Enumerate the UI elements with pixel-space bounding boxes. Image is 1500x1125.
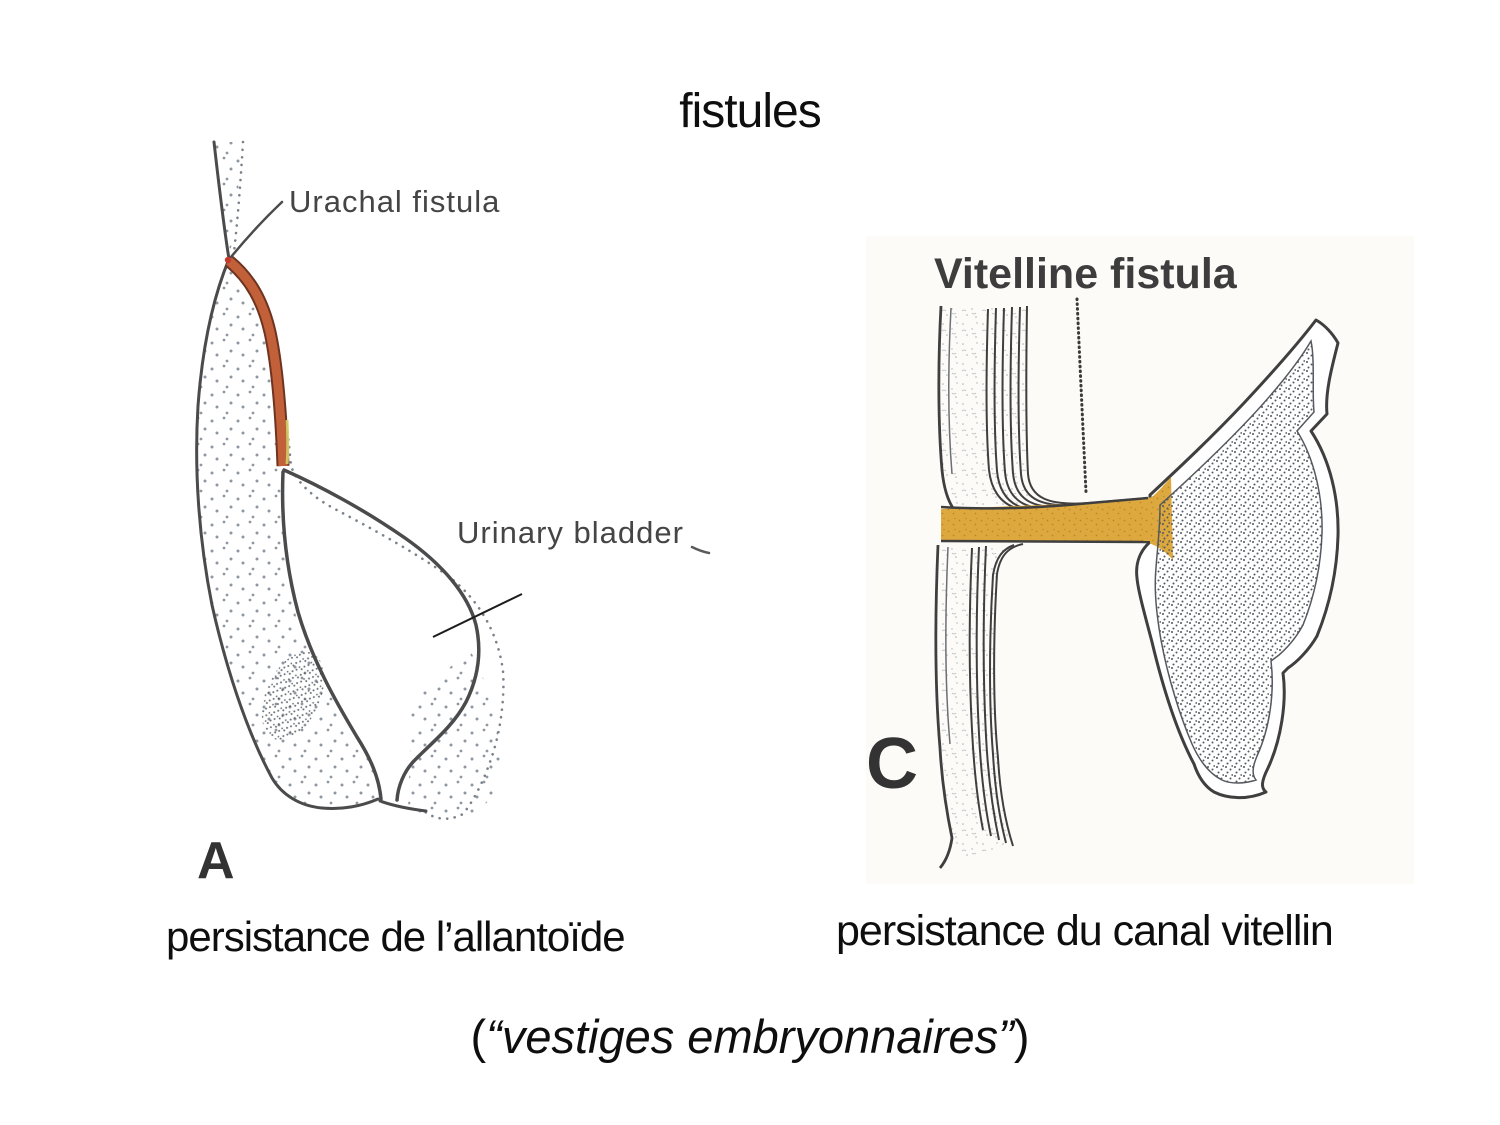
bladder-outline-left — [280, 470, 383, 801]
figure-a-body-wall — [196, 142, 382, 809]
figure-c-upper-membrane-lines — [985, 305, 1149, 510]
vitelline-fistula-channel-speckle — [941, 477, 1173, 560]
footnote-italic-text: “vestiges embryonnaires” — [486, 1010, 1014, 1063]
caption-allantois: persistance de l’allantoïde — [166, 913, 626, 960]
bladder-label-dash — [690, 545, 711, 555]
urachal-label-leader-line — [229, 200, 284, 259]
figure-a-dotted-outline — [232, 140, 505, 820]
bladder-outline-right — [282, 468, 481, 802]
figure-a-outlet-line — [378, 799, 428, 813]
intestine-lumen-stipple — [1154, 338, 1323, 784]
figure-a-dense-spot — [261, 651, 325, 741]
figure-c-upper-wall-left-line — [937, 305, 958, 513]
urachal-neck-dot — [224, 256, 232, 264]
figure-c-lower-wall-left-line2 — [945, 546, 951, 745]
vitelline-channel-top-wall — [940, 496, 1149, 510]
caption-vitelline-duct: persistance du canal vitellin — [836, 907, 1334, 955]
urachal-fistula-channel — [226, 257, 288, 467]
figure-a-stipple-wedge — [408, 650, 500, 819]
slide-title: fistules — [679, 85, 821, 138]
footnote-close-paren: ) — [1013, 1010, 1030, 1063]
figure-c-lower-wall-left-line — [934, 544, 954, 869]
vitelline-label-leader-line — [1075, 297, 1088, 494]
panel-letter-c: C — [866, 724, 918, 804]
panel-letter-a: A — [197, 832, 235, 890]
bladder-pointer-line — [432, 593, 523, 638]
footnote-open-paren: ( — [470, 1010, 487, 1063]
figure-c-upper-wall-left-line2 — [948, 307, 953, 475]
urachal-channel-highlight — [285, 419, 290, 465]
figure-a-illustration: Urachal fistula Urinary bladder A — [195, 140, 711, 890]
figure-c-lower-wall — [937, 545, 1023, 861]
figure-c-illustration: Vitelline fistula C — [866, 236, 1414, 884]
urinary-bladder-label: Urinary bladder — [457, 515, 684, 550]
footnote-vestiges: (“vestiges embryonnaires”) — [0, 1013, 1500, 1060]
vitelline-channel-bottom-wall — [940, 539, 1151, 544]
figure-c-upper-wall — [938, 306, 1044, 511]
vitelline-fistula-label: Vitelline fistula — [934, 250, 1238, 298]
urachal-fistula-label: Urachal fistula — [289, 184, 500, 219]
figure-c-lower-membrane-lines — [968, 543, 1024, 847]
